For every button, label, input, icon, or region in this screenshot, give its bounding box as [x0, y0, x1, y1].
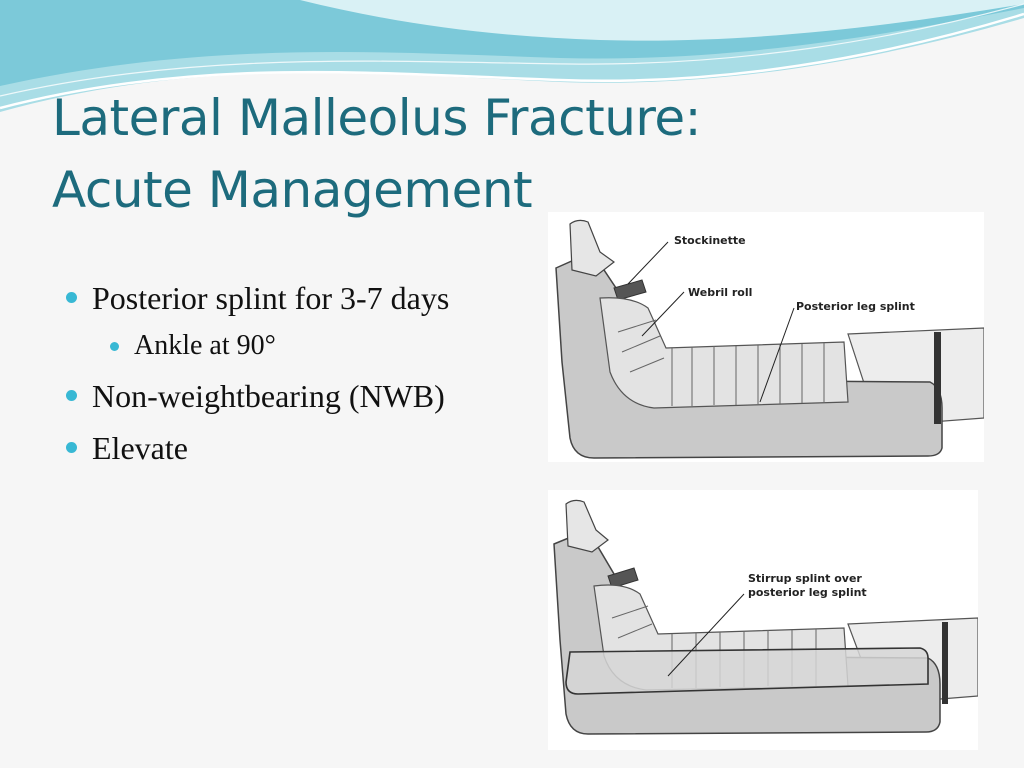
bullet-item-posterior-splint: Posterior splint for 3-7 days: [64, 276, 449, 320]
bullet-dot-icon: [110, 342, 119, 351]
bullet-list: Posterior splint for 3-7 days Ankle at 9…: [64, 276, 449, 478]
bullet-dot-icon: [66, 292, 77, 303]
label-stirrup-line-1: Stirrup splint over: [748, 572, 862, 585]
bullet-item-elevate: Elevate: [64, 426, 449, 470]
bullet-text: Non-weightbearing (NWB): [92, 378, 445, 414]
bullet-dot-icon: [66, 442, 77, 453]
bullet-dot-icon: [66, 390, 77, 401]
bullet-item-nwb: Non-weightbearing (NWB): [64, 374, 449, 418]
posterior-splint-illustration: Stockinette Webril roll Posterior leg sp…: [548, 212, 984, 462]
bullet-text: Ankle at 90°: [134, 330, 276, 361]
stirrup-splint-drawing: Stirrup splint over posterior leg splint: [553, 499, 978, 735]
slide-title: Lateral Malleolus Fracture: Acute Manage…: [52, 82, 701, 226]
posterior-splint-drawing: Stockinette Webril roll Posterior leg sp…: [555, 219, 984, 459]
label-webril-roll: Webril roll: [688, 286, 752, 299]
label-stockinette: Stockinette: [674, 234, 746, 247]
label-posterior-leg-splint: Posterior leg splint: [796, 300, 915, 313]
sub-bullet-item-ankle-90: Ankle at 90°: [64, 328, 449, 364]
slide-title-line-2: Acute Management: [52, 161, 533, 219]
stirrup-splint-illustration: Stirrup splint over posterior leg splint: [548, 490, 978, 750]
header-wave-decoration: [0, 0, 1024, 112]
bullet-text: Posterior splint for 3-7 days: [92, 280, 450, 316]
label-stirrup-line-2: posterior leg splint: [748, 586, 867, 599]
bullet-text: Elevate: [92, 430, 188, 466]
slide-title-line-1: Lateral Malleolus Fracture:: [52, 89, 701, 147]
